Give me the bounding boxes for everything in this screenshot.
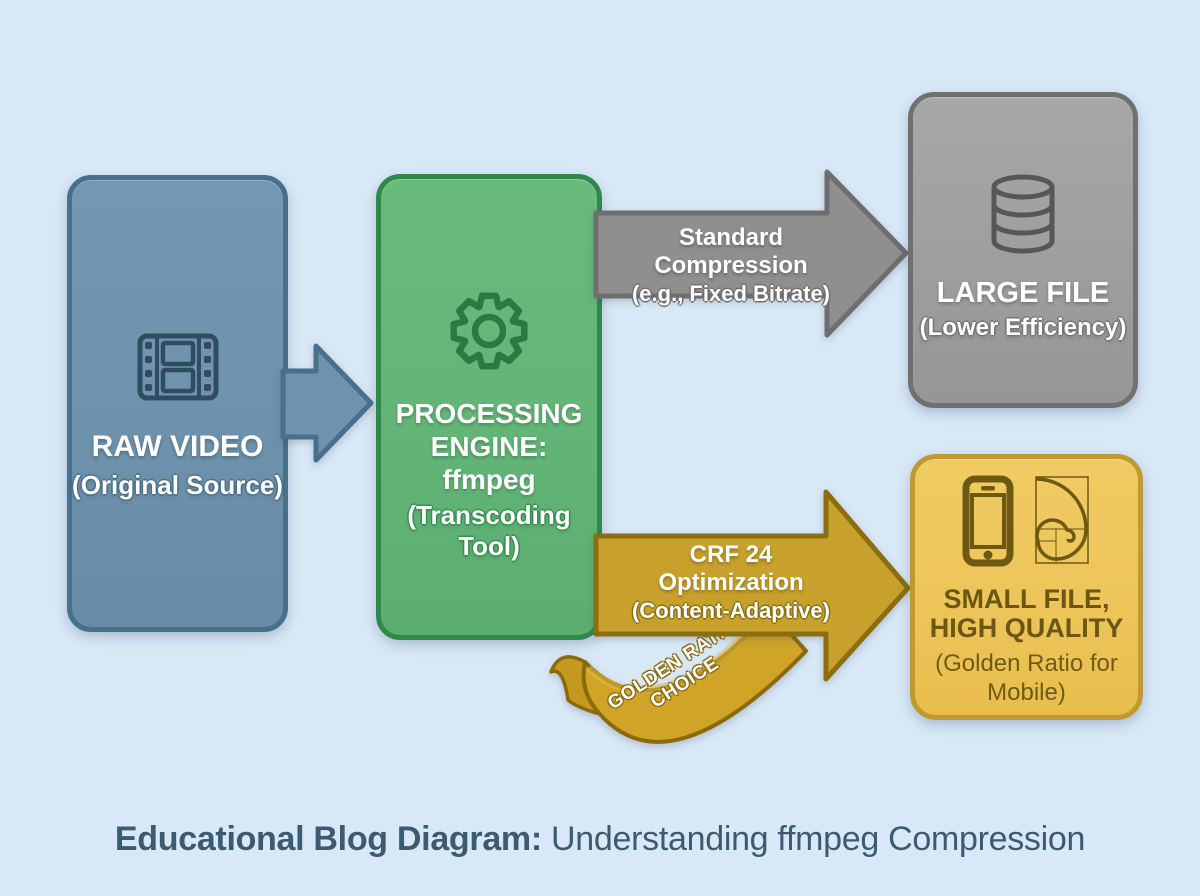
small-file-icons [962, 475, 1092, 567]
raw-video-title: RAW VIDEO [91, 430, 264, 463]
crf-arrow-line3: (Content-Adaptive) [632, 598, 830, 623]
standard-arrow-line1: Standard Compression [654, 224, 808, 279]
gear-icon [450, 292, 528, 370]
crf-arrow-line2: Optimization [658, 569, 804, 596]
processing-engine-title: PROCESSING ENGINE: [395, 398, 583, 462]
processing-engine-node: PROCESSING ENGINE: ffmpeg (Transcoding T… [376, 174, 602, 640]
small-file-subtitle: (Golden Ratio for Mobile) [935, 650, 1118, 706]
large-file-title: LARGE FILE [936, 277, 1110, 309]
small-file-title: SMALL FILE, HIGH QUALITY [929, 584, 1124, 643]
raw-video-subtitle: (Original Source) [72, 470, 283, 500]
standard-arrow-label: Standard Compression (e.g., Fixed Bitrat… [600, 224, 862, 307]
golden-spiral-icon [1034, 476, 1089, 564]
small-file-node: SMALL FILE, HIGH QUALITY (Golden Ratio f… [910, 454, 1143, 720]
processing-engine-subtitle: (Transcoding Tool) [407, 500, 571, 561]
raw-video-node: RAW VIDEO (Original Source) [67, 175, 288, 632]
ribbon-label: GOLDEN RATIO CHOICE [596, 609, 763, 738]
caption-bold: Educational Blog Diagram: [114, 820, 542, 858]
input-arrow [280, 343, 374, 463]
crf-arrow-line1: CRF 24 [689, 541, 773, 568]
processing-engine-tool: ffmpeg [442, 464, 536, 495]
caption-rest: Understanding ffmpeg Compression [541, 820, 1086, 858]
large-file-node: LARGE FILE (Lower Efficiency) [908, 92, 1138, 408]
crf-arrow-label: CRF 24 Optimization (Content-Adaptive) [600, 541, 862, 624]
large-file-subtitle: (Lower Efficiency) [919, 314, 1127, 341]
film-strip-icon [137, 333, 218, 401]
database-icon [991, 174, 1055, 254]
smartphone-icon [962, 475, 1013, 567]
diagram-caption: Educational Blog Diagram: Understanding … [0, 820, 1200, 859]
standard-arrow-line2: (e.g., Fixed Bitrate) [631, 281, 831, 306]
